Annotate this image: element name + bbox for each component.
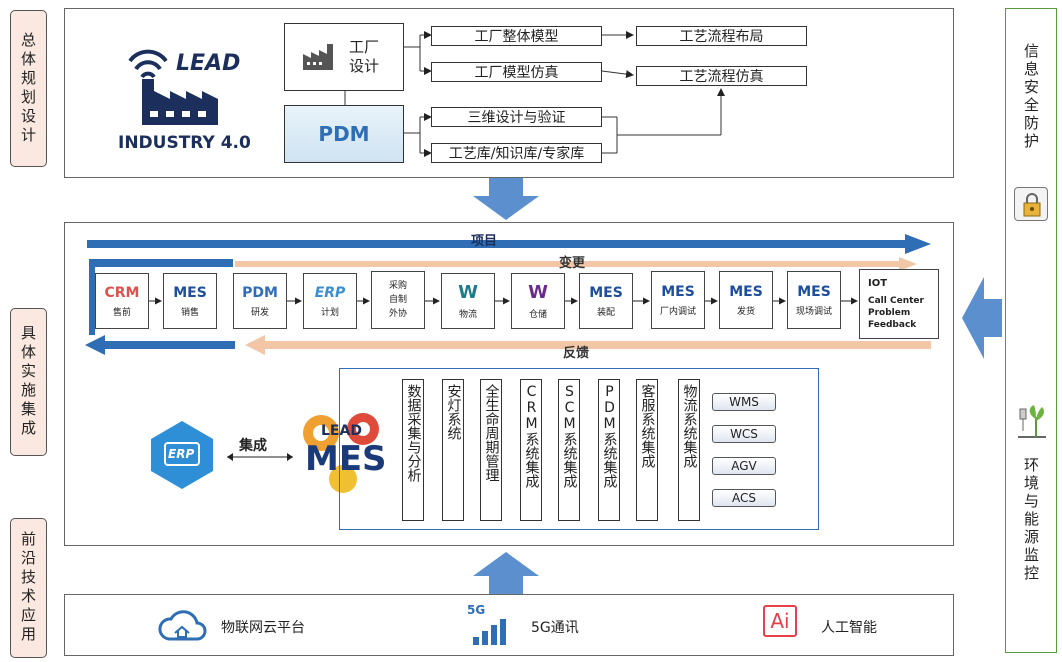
erp-icon: ERP (147, 419, 217, 491)
5g-badge: 5G (467, 603, 486, 617)
systems-container: 数据采集与分析 安灯系统 全生命周期管理 CRM系统集成 SCM系统集成 PDM… (339, 368, 819, 530)
system-lifecycle: 全生命周期管理 (480, 379, 502, 521)
left-label-frontier: 前沿技术应用 (10, 518, 47, 658)
factory-sim-box: 工厂模型仿真 (431, 62, 602, 82)
security-label: 信息安全防护 (1022, 43, 1040, 151)
module-arrows (149, 297, 858, 305)
bottom-panel: 物联网云平台 5G 5G通讯 Ai 人工智能 (64, 594, 954, 656)
integration-arrow (227, 453, 293, 461)
tag-acs: ACS (712, 489, 776, 507)
flow-arrows (85, 234, 931, 355)
knowledge-lib-box: 工艺库/知识库/专家库 (431, 143, 602, 163)
ai-label: 人工智能 (821, 620, 877, 636)
process-sim-box: 工艺流程仿真 (636, 66, 807, 86)
right-panel: 信息安全防护 环境与能源监控 (1005, 8, 1057, 653)
left-label-implementation: 具体实施集成 (10, 308, 47, 456)
lead-logo: LEAD INDUSTRY 4.0 (118, 29, 260, 159)
feedback-label: 反馈 (563, 346, 590, 361)
cloud-icon (157, 609, 207, 643)
factory-model-box: 工厂整体模型 (431, 26, 602, 46)
system-logistics: 物流系统集成 (678, 379, 700, 521)
pdm-box: PDM (284, 105, 404, 163)
erp-label: ERP (168, 447, 195, 461)
ai-icon: Ai (763, 605, 797, 637)
energy-label: 环境与能源监控 (1022, 457, 1040, 583)
pdm-label: PDM (318, 122, 370, 146)
system-service: 客服系统集成 (636, 379, 658, 521)
module-procure: 采购 自制 外协 (371, 271, 425, 329)
factory-design-label: 工厂设计 (349, 38, 380, 75)
iot-cloud-label: 物联网云平台 (221, 620, 305, 636)
5g-icon: 5G (467, 603, 511, 647)
lock-icon (1014, 187, 1048, 221)
5g-label: 5G通讯 (531, 620, 579, 636)
integration-label: 集成 (239, 438, 267, 454)
left-label-planning: 总体规划设计 (10, 10, 47, 167)
change-label: 变更 (559, 256, 586, 271)
factory-icon (303, 44, 333, 70)
tag-agv: AGV (712, 457, 776, 475)
mes-text: MES (305, 439, 387, 479)
left-arrow-right (962, 277, 1002, 359)
top-panel: LEAD INDUSTRY 4.0 工厂设计 PDM 工厂整体模型 工厂模型仿真… (64, 8, 954, 178)
3d-design-box: 三维设计与验证 (431, 107, 602, 127)
project-label: 项目 (471, 234, 498, 249)
system-crm: CRM系统集成 (520, 379, 542, 521)
tag-wcs: WCS (712, 425, 776, 443)
mes-logo: LEAD MES (293, 403, 393, 499)
system-andon: 安灯系统 (442, 379, 464, 521)
top-connectors (344, 31, 725, 157)
factory-design-box: 工厂设计 (284, 23, 404, 91)
up-arrow-bottom (473, 552, 539, 594)
logo-lead-text: LEAD (176, 51, 241, 76)
system-scm: SCM系统集成 (558, 379, 580, 521)
ai-badge: Ai (770, 609, 790, 633)
down-arrow-top (473, 178, 539, 220)
plant-icon (1014, 399, 1050, 443)
system-data-collection: 数据采集与分析 (402, 379, 424, 521)
process-layout-box: 工艺流程布局 (636, 26, 807, 46)
mes-lead-text: LEAD (321, 423, 362, 439)
logo-industry-text: INDUSTRY 4.0 (118, 133, 251, 153)
system-pdm: PDM系统集成 (598, 379, 620, 521)
tag-wms: WMS (712, 393, 776, 411)
